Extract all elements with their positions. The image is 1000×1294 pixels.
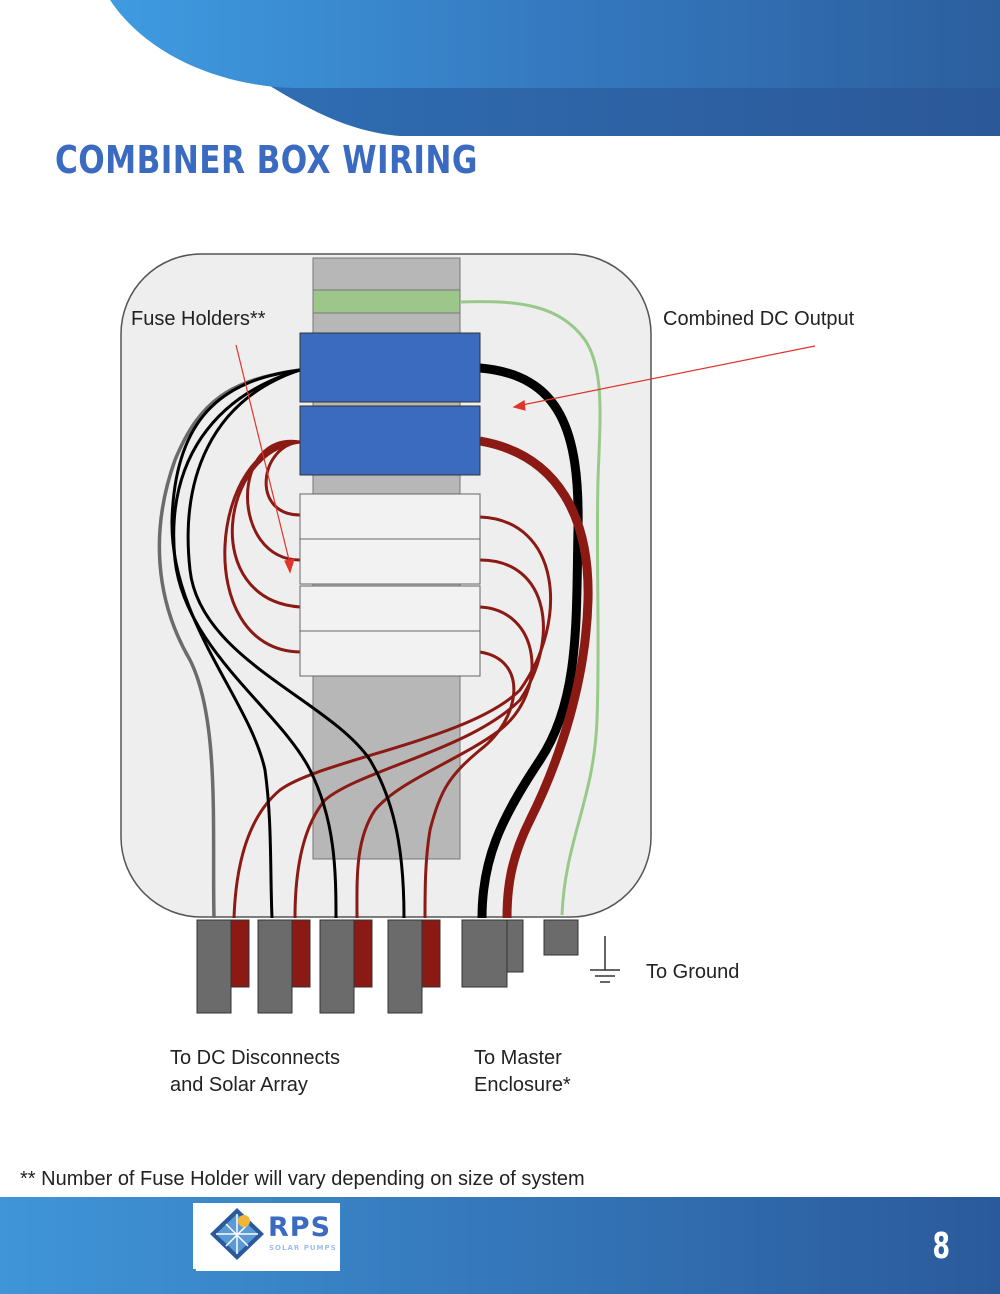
output-breaker-2 [299, 405, 481, 476]
fuse-holder-4 [299, 630, 481, 677]
label-to-ground: To Ground [646, 961, 740, 983]
label-to-dc-line2: and Solar Array [170, 1074, 308, 1096]
annotation-arrows [235, 344, 816, 574]
ground-wire [459, 300, 602, 916]
ground-terminal [543, 919, 579, 956]
label-to-dc-line1: To DC Disconnects [170, 1047, 341, 1069]
label-to-master-line2: Enclosure* [474, 1074, 571, 1096]
dc-input-terminals [196, 919, 441, 1014]
page-title: COMBINER BOX WIRING [55, 138, 478, 182]
logo-wordmark: RPS [268, 1212, 332, 1243]
fuse-holder-2 [299, 538, 481, 585]
fuse-holder-1 [299, 493, 481, 540]
output-wire-red [479, 436, 593, 919]
footer-divider [193, 1203, 197, 1269]
fuse-input-wires-black [170, 368, 406, 919]
header-banner [110, 0, 1000, 136]
ground-symbol-icon [590, 936, 620, 983]
ground-bar [312, 289, 461, 314]
label-combined-dc-output: Combined DC Output [663, 308, 855, 330]
fuse-holder-3 [299, 585, 481, 632]
footer-banner [0, 1197, 1000, 1294]
fuse-input-wires-red [223, 439, 553, 919]
footnote: ** Number of Fuse Holder will vary depen… [20, 1168, 585, 1190]
rps-logo-icon [210, 1208, 264, 1260]
page-number: 8 [932, 1226, 950, 1267]
label-to-master-enclosure: To Master Enclosure* [474, 1045, 571, 1099]
label-to-master-line1: To Master [474, 1047, 562, 1069]
logo-subtitle: SOLAR PUMPS [269, 1244, 337, 1252]
gray-input-wire [157, 368, 301, 919]
output-breaker-1 [299, 332, 481, 403]
label-fuse-holders: Fuse Holders** [131, 308, 266, 330]
label-to-dc-disconnects: To DC Disconnects and Solar Array [170, 1045, 340, 1099]
banner-dark-band [270, 80, 1000, 136]
banner-light-wave [110, 0, 1000, 88]
master-output-terminals [461, 919, 524, 988]
output-wire-black [477, 363, 583, 919]
